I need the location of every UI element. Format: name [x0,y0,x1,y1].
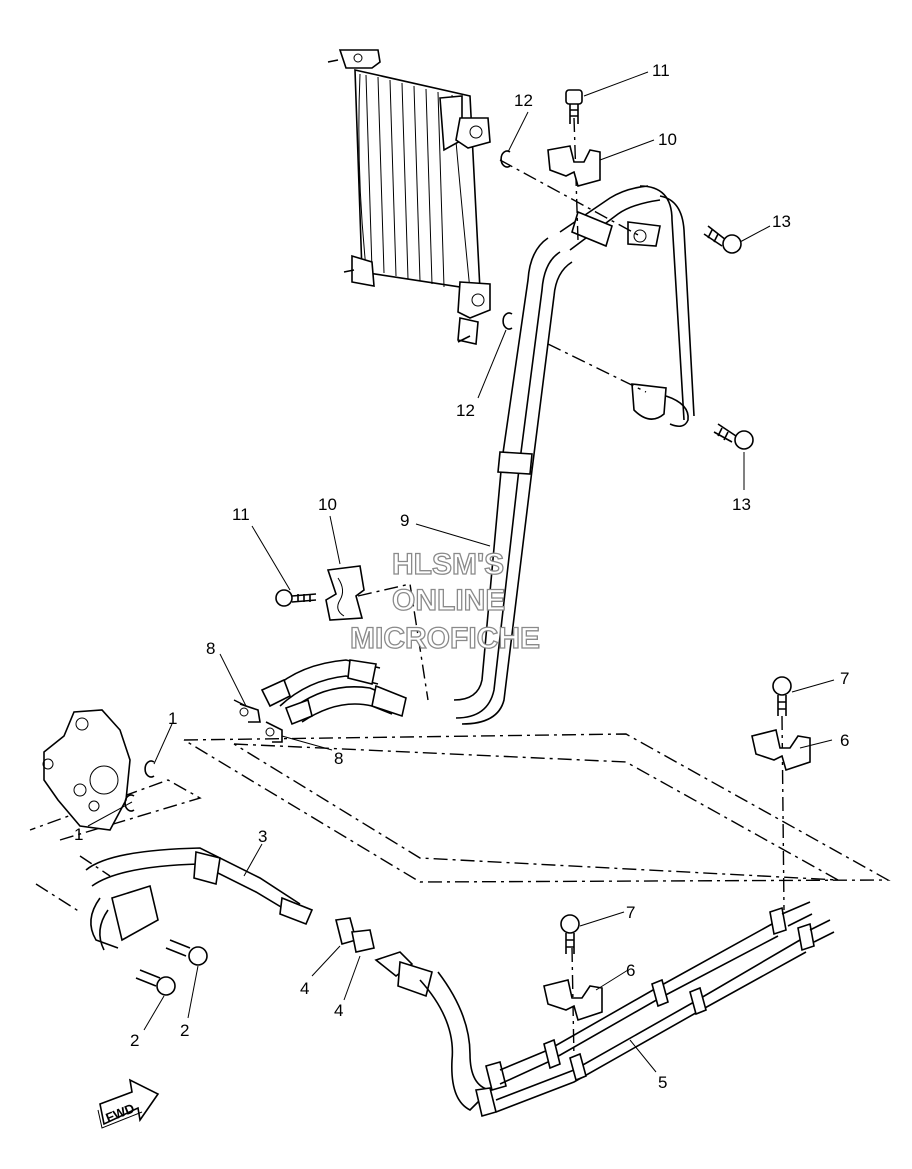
watermark-line-3: MICROFICHE [350,622,540,655]
callout-10-middle: 10 [318,495,337,514]
callout-13-lower: 13 [732,495,751,514]
clamp-10-middle [325,565,365,621]
bolt-13-upper [703,225,742,254]
callout-2-right: 2 [180,1021,189,1040]
fwd-arrow-icon: FWD [97,1078,160,1129]
callout-11-upper: 11 [652,61,670,80]
callout-13-upper: 13 [772,212,791,231]
pipe-assembly-3 [85,847,314,951]
bolt-13-lower [713,423,754,450]
callout-7-upper: 7 [840,669,849,688]
clamp-6-lower [543,979,603,1022]
callout-11-middle: 11 [232,505,250,524]
bolt-7-upper [772,676,792,716]
bolt-7-lower [560,914,580,954]
watermark-line-1: HLSM'S [392,548,504,581]
callout-5: 5 [658,1073,667,1092]
clamp-6-upper [751,729,811,772]
callout-12-lower: 12 [456,401,475,420]
bolt-11-middle [275,589,317,607]
callout-9: 9 [400,511,409,530]
oil-pipe-9 [453,185,695,725]
callout-7-lower: 7 [626,903,635,922]
bolt-11-upper [565,89,583,124]
watermark: HLSM'S ONLINE MICROFICHE [349,547,540,655]
callout-8-upper: 8 [206,639,215,658]
callout-10-upper: 10 [658,130,677,149]
callout-1-lower: 1 [74,825,83,844]
callout-labels: 11 12 10 13 12 13 11 10 9 8 8 1 1 3 7 6 … [74,61,849,1092]
watermark-line-2: ONLINE [392,584,505,617]
oil-cooler [327,49,491,345]
callout-1-upper: 1 [168,709,177,728]
clamp-10-upper [547,145,601,187]
engine-fitting [42,709,155,831]
callout-3: 3 [258,827,267,846]
hoses-8 [239,659,407,743]
callout-8-lower: 8 [334,749,343,768]
callout-4-right: 4 [334,1001,343,1020]
callout-12-upper: 12 [514,91,533,110]
callout-2-left: 2 [130,1031,139,1050]
callout-6-upper: 6 [840,731,849,750]
oil-hose-5 [374,901,835,1118]
fittings-4 [335,917,375,953]
callout-4-left: 4 [300,979,309,998]
callout-6-lower: 6 [626,961,635,980]
leader-lines [87,71,835,1073]
o-rings-12 [500,150,513,330]
bolts-2 [135,939,208,996]
